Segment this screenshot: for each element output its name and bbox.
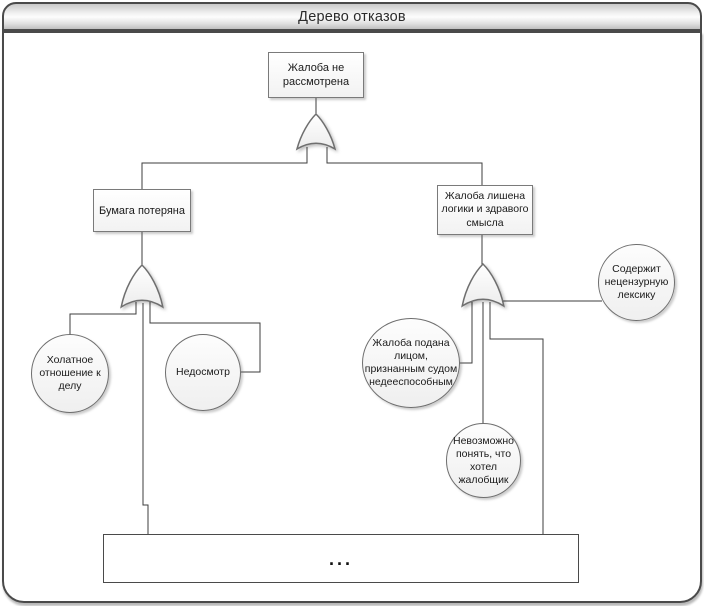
title-bar: Дерево отказов bbox=[2, 2, 702, 31]
diagram-canvas bbox=[2, 31, 702, 603]
node-oversight: Недосмотр bbox=[165, 334, 241, 411]
node-profanity: Содержит нецензурную лексику bbox=[598, 244, 675, 321]
node-unintelligible: Невозможно понять, что хотел жалобщик bbox=[446, 423, 521, 498]
node-paper-lost: Бумага потеряна bbox=[93, 189, 191, 232]
node-no-logic: Жалоба лишена логики и здравого смысла bbox=[437, 185, 533, 235]
diagram-title: Дерево отказов bbox=[298, 8, 406, 25]
node-incapable-person: Жалоба подана лицом, признанным судом не… bbox=[362, 318, 460, 408]
node-other-causes: ... bbox=[103, 534, 579, 583]
node-negligence: Холатное отношение к делу bbox=[31, 334, 109, 413]
node-root-event: Жалоба не рассмотрена bbox=[268, 52, 364, 98]
